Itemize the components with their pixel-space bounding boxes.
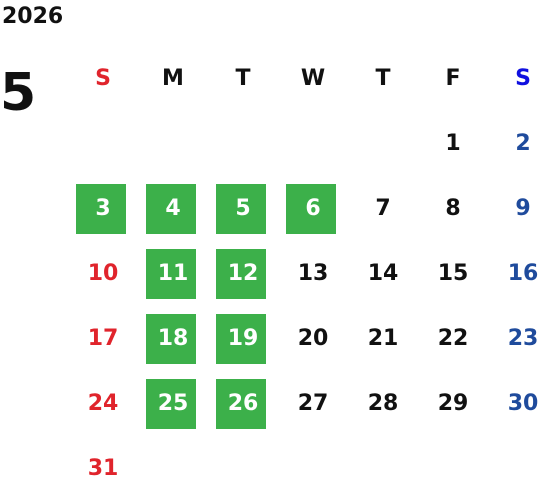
day-cell: 7 xyxy=(348,176,418,241)
day-number: 30 xyxy=(507,391,539,416)
day-number: 13 xyxy=(297,261,329,286)
empty-day-cell xyxy=(138,111,208,176)
day-cell: 20 xyxy=(278,306,348,371)
day-number: 28 xyxy=(367,391,399,416)
day-cell: 24 xyxy=(68,371,138,436)
day-cell: 27 xyxy=(278,371,348,436)
day-number: 16 xyxy=(507,261,539,286)
day-cell: 22 xyxy=(418,306,488,371)
day-cell: 1 xyxy=(418,111,488,176)
day-number: 31 xyxy=(87,456,119,481)
day-number: 7 xyxy=(375,196,391,221)
day-cell: 10 xyxy=(68,241,138,306)
weekday-header-fri: F xyxy=(445,66,461,91)
day-number: 19 xyxy=(227,326,259,351)
day-cell: 17 xyxy=(68,306,138,371)
day-number: 23 xyxy=(507,326,539,351)
day-number: 22 xyxy=(437,326,469,351)
calendar-year: 2026 xyxy=(2,4,64,29)
day-cell: 29 xyxy=(418,371,488,436)
day-number: 1 xyxy=(445,131,461,156)
empty-day-cell xyxy=(278,111,348,176)
weekday-header-sun: S xyxy=(95,66,111,91)
day-cell-holiday: 19 xyxy=(208,306,278,371)
day-number: 3 xyxy=(95,196,111,221)
day-cell: 21 xyxy=(348,306,418,371)
day-cell-holiday: 4 xyxy=(138,176,208,241)
weekday-header-wed: W xyxy=(300,66,326,91)
empty-day-cell xyxy=(68,111,138,176)
day-cell: 23 xyxy=(488,306,548,371)
day-number: 26 xyxy=(227,391,259,416)
day-cell: 8 xyxy=(418,176,488,241)
day-cell: 13 xyxy=(278,241,348,306)
day-cell: 28 xyxy=(348,371,418,436)
day-number: 11 xyxy=(157,261,189,286)
day-number: 20 xyxy=(297,326,329,351)
day-number: 6 xyxy=(305,196,321,221)
day-number: 8 xyxy=(445,196,461,221)
day-cell-holiday: 18 xyxy=(138,306,208,371)
day-cell-holiday: 11 xyxy=(138,241,208,306)
day-number: 18 xyxy=(157,326,189,351)
day-number: 25 xyxy=(157,391,189,416)
day-cell: 15 xyxy=(418,241,488,306)
weekday-header-tue: T xyxy=(235,66,251,91)
day-number: 14 xyxy=(367,261,399,286)
day-number: 15 xyxy=(437,261,469,286)
weekday-header-mon: M xyxy=(162,66,184,91)
weekday-header-thu: T xyxy=(375,66,391,91)
day-number: 27 xyxy=(297,391,329,416)
calendar-month: 5 xyxy=(0,63,37,123)
day-cell: 30 xyxy=(488,371,548,436)
day-cell: 16 xyxy=(488,241,548,306)
day-number: 12 xyxy=(227,261,259,286)
day-number: 5 xyxy=(235,196,251,221)
day-cell: 2 xyxy=(488,111,548,176)
day-number: 17 xyxy=(87,326,119,351)
day-cell: 14 xyxy=(348,241,418,306)
day-cell-holiday: 26 xyxy=(208,371,278,436)
empty-day-cell xyxy=(348,111,418,176)
day-number: 9 xyxy=(515,196,531,221)
day-cell: 9 xyxy=(488,176,548,241)
day-number: 4 xyxy=(165,196,181,221)
day-cell-holiday: 12 xyxy=(208,241,278,306)
day-number: 21 xyxy=(367,326,399,351)
day-cell-holiday: 6 xyxy=(278,176,348,241)
day-cell: 31 xyxy=(68,436,138,501)
empty-day-cell xyxy=(208,111,278,176)
day-cell-holiday: 5 xyxy=(208,176,278,241)
day-number: 2 xyxy=(515,131,531,156)
day-number: 10 xyxy=(87,261,119,286)
weekday-header-sat: S xyxy=(515,66,531,91)
day-number: 29 xyxy=(437,391,469,416)
day-cell-holiday: 25 xyxy=(138,371,208,436)
day-number: 24 xyxy=(87,391,119,416)
day-cell-holiday: 3 xyxy=(68,176,138,241)
